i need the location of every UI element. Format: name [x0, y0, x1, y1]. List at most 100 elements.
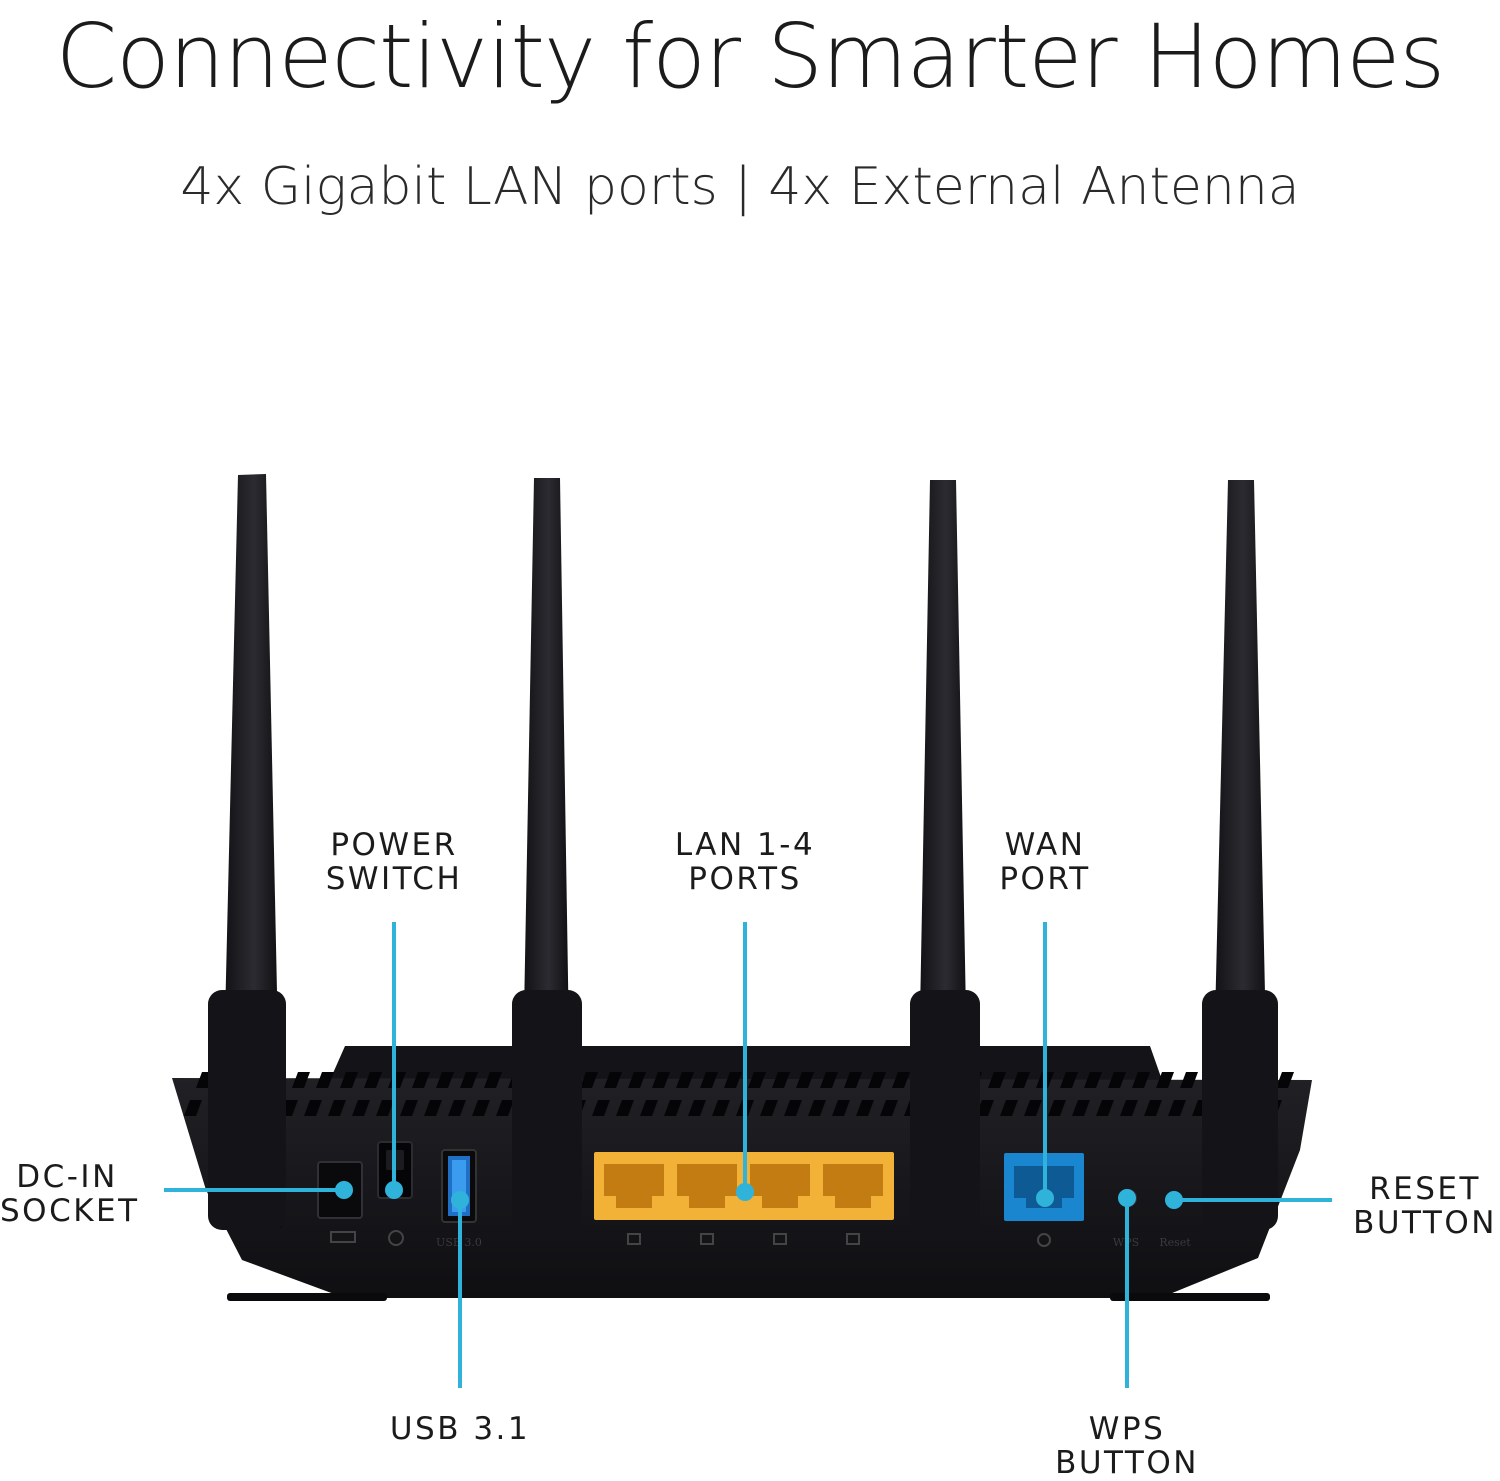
callout-dc-in: DC-IN SOCKET [0, 1159, 140, 1229]
vent-slot [1180, 1072, 1198, 1088]
vent-slot [1120, 1100, 1138, 1116]
vent-slot [664, 1100, 682, 1116]
callout-power-switch: POWER SWITCH [304, 828, 484, 896]
vent-slot [652, 1072, 670, 1088]
callout-dc-in-line2: SOCKET [0, 1193, 140, 1229]
router-foot-right [1110, 1293, 1270, 1301]
callout-lan-ports-line1: LAN 1-4 [674, 827, 816, 863]
vent-slot [460, 1072, 478, 1088]
lan-port-1 [604, 1164, 664, 1208]
vent-slot [856, 1100, 874, 1116]
vent-slot [184, 1100, 202, 1116]
callout-reset-button-line2: BUTTON [1353, 1205, 1497, 1241]
callout-reset-button-line1: RESET [1369, 1171, 1481, 1207]
vent-slot [1084, 1072, 1102, 1088]
vent-slot [592, 1100, 610, 1116]
vent-slot [988, 1072, 1006, 1088]
vent-slot [400, 1100, 418, 1116]
vent-slot [628, 1072, 646, 1088]
vent-slot [580, 1072, 598, 1088]
vent-slot [292, 1072, 310, 1088]
vent-slot [316, 1072, 334, 1088]
vent-slot [796, 1072, 814, 1088]
vent-slot [448, 1100, 466, 1116]
vent-slot [784, 1100, 802, 1116]
callout-line-wps [1118, 1189, 1136, 1388]
vent-slot [892, 1072, 910, 1088]
power-icon [388, 1230, 404, 1246]
callout-wps-button-line2: BUTTON [1055, 1445, 1199, 1481]
lan-ports [594, 1152, 894, 1245]
antenna-3 [910, 480, 980, 1230]
vent-slot [820, 1072, 838, 1088]
vent-slot [1024, 1100, 1042, 1116]
vent-slot [496, 1100, 514, 1116]
antenna-2 [512, 478, 582, 1230]
vent-slot [1000, 1100, 1018, 1116]
vent-slot [1012, 1072, 1030, 1088]
vent-slot [760, 1100, 778, 1116]
callout-wan-port-line1: WAN [1004, 827, 1086, 863]
vent-slot [1156, 1072, 1174, 1088]
vent-slot [772, 1072, 790, 1088]
vent-slot [832, 1100, 850, 1116]
lan-port-slots [604, 1164, 883, 1245]
callout-usb: USB 3.1 [380, 1412, 540, 1446]
callout-line-dc-in [164, 1181, 353, 1199]
lan-port-3 [750, 1164, 810, 1208]
vent-slot [700, 1072, 718, 1088]
vent-slot [1276, 1072, 1294, 1088]
vent-slot [1132, 1072, 1150, 1088]
callout-wan-port-line2: PORT [999, 861, 1091, 897]
vent-slot [376, 1100, 394, 1116]
callout-reset-button: RESET BUTTON [1350, 1172, 1500, 1240]
page-title: Connectivity for Smarter Homes [55, 5, 1446, 108]
vent-slot [436, 1072, 454, 1088]
callout-dc-in-line1: DC-IN [16, 1159, 118, 1195]
lan-port-icon [773, 1233, 787, 1245]
reset-marking: Reset [1159, 1236, 1191, 1249]
vent-slot [364, 1072, 382, 1088]
vent-slot [616, 1100, 634, 1116]
vent-slot [1108, 1072, 1126, 1088]
lan-port-2 [677, 1164, 737, 1208]
callout-wan-port: WAN PORT [965, 828, 1125, 896]
callout-wps-button-line1: WPS [1088, 1411, 1166, 1447]
vent-slot [412, 1072, 430, 1088]
page-subtitle: 4x Gigabit LAN ports | 4x External Anten… [180, 157, 1300, 217]
vent-slot [304, 1100, 322, 1116]
vent-slot [976, 1100, 994, 1116]
callout-power-switch-line2: SWITCH [325, 861, 463, 897]
callout-line-lan-ports [736, 922, 754, 1201]
vent-slot [712, 1100, 730, 1116]
vent-slot [1096, 1100, 1114, 1116]
antenna-1 [208, 474, 286, 1230]
vent-slot [352, 1100, 370, 1116]
vent-slot [472, 1100, 490, 1116]
callout-line-wan-port [1036, 922, 1054, 1207]
callout-wps-button: WPS BUTTON [1045, 1412, 1209, 1480]
vent-slot [748, 1072, 766, 1088]
vent-slot [688, 1100, 706, 1116]
callout-line-power-switch [385, 922, 403, 1199]
callout-line-usb [451, 1191, 469, 1388]
vent-slot [1144, 1100, 1162, 1116]
wan-globe-icon [1037, 1233, 1051, 1247]
router-foot-left [227, 1293, 387, 1301]
vent-slot [604, 1072, 622, 1088]
vent-slot [424, 1100, 442, 1116]
vent-slot [808, 1100, 826, 1116]
vent-slot [724, 1072, 742, 1088]
vent-slot [1168, 1100, 1186, 1116]
lan-port-icon [627, 1233, 641, 1245]
callout-lines [164, 922, 1332, 1388]
vent-slot [1072, 1100, 1090, 1116]
vent-slot [676, 1072, 694, 1088]
antenna-4 [1202, 480, 1278, 1230]
lan-port-icon [846, 1233, 860, 1245]
callout-line-reset [1165, 1191, 1332, 1209]
callout-usb-line1: USB 3.1 [389, 1411, 531, 1447]
vent-slot [880, 1100, 898, 1116]
vent-slot [640, 1100, 658, 1116]
